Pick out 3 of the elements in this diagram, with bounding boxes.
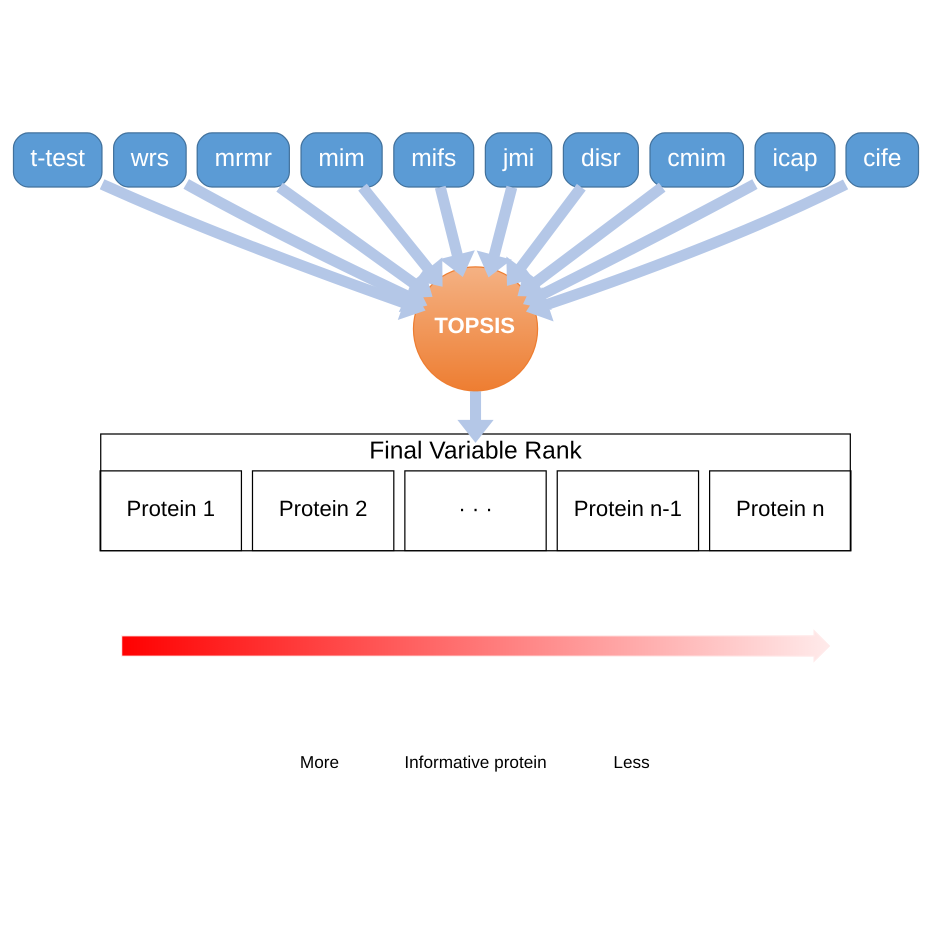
- label: Less: [613, 751, 650, 772]
- label: Informative protein: [404, 751, 547, 772]
- label: More: [300, 751, 340, 772]
